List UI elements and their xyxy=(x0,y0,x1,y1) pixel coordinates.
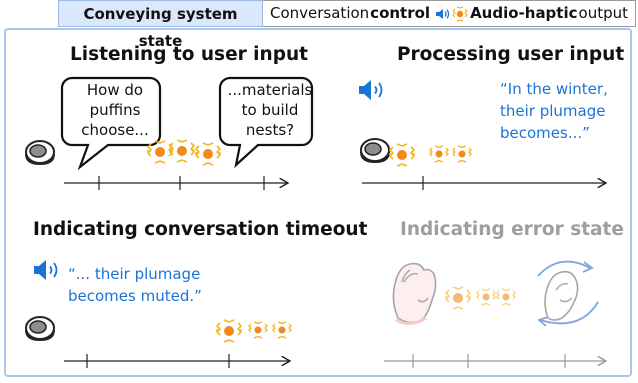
tab-label-prefix: Conversation xyxy=(270,4,370,22)
haptic-pulse-icon xyxy=(194,142,222,166)
panel-title-processing: Processing user input xyxy=(397,44,625,65)
haptic-pulse-icon xyxy=(272,321,292,339)
haptic-pulse-icon xyxy=(452,145,472,163)
assistant-quote-timeout: “... their plumage becomes muted.” xyxy=(68,265,202,305)
tab-conveying-system-state[interactable]: Conveying system state xyxy=(58,0,263,50)
pinch-hand-icon xyxy=(544,270,579,321)
assistant-quote-processing: “In the winter, their plumage becomes...… xyxy=(500,80,608,142)
haptic-pulse-icon xyxy=(476,288,496,306)
haptic-pulse-icon xyxy=(388,143,416,167)
speech-bubble-right xyxy=(218,76,314,169)
bubble-text-left: How do puffins choose... xyxy=(81,81,149,139)
speaker-icon xyxy=(436,8,450,19)
haptic-pulse-icon xyxy=(146,140,174,164)
section-tabs: Conveying system state Conversation cont… xyxy=(58,0,636,50)
panel-frame xyxy=(4,28,632,377)
speaker-icon xyxy=(358,79,383,101)
smart-ring-icon xyxy=(25,316,55,341)
speech-bubble-left xyxy=(60,76,162,171)
haptic-pulse-icon xyxy=(444,286,472,310)
panel-title-timeout: Indicating conversation timeout xyxy=(33,219,368,240)
panel-title-error: Indicating error state xyxy=(400,219,624,240)
tab-label-suffix: output xyxy=(578,4,628,22)
tab-label-audio-haptic: Audio-haptic xyxy=(470,4,578,22)
tab-conversation-control[interactable]: Conversation control Audio-haptic output xyxy=(263,0,636,27)
haptic-pulse-icon xyxy=(429,145,449,163)
haptic-pulse-icon xyxy=(452,5,468,22)
repeat-arrow-icon xyxy=(537,260,599,327)
haptic-pulse-icon xyxy=(496,288,516,306)
haptic-pulse-icon xyxy=(248,321,268,339)
pinch-hand-icon xyxy=(392,262,437,325)
tab-label-bold: control xyxy=(370,4,431,22)
haptic-pulse-icon xyxy=(215,319,243,343)
panel-title-listening: Listening to user input xyxy=(70,44,308,65)
bubble-text-right: ...materials to build nests? xyxy=(227,81,313,139)
smart-ring-icon xyxy=(360,138,390,163)
speaker-icon xyxy=(33,259,58,281)
smart-ring-icon xyxy=(25,140,55,165)
